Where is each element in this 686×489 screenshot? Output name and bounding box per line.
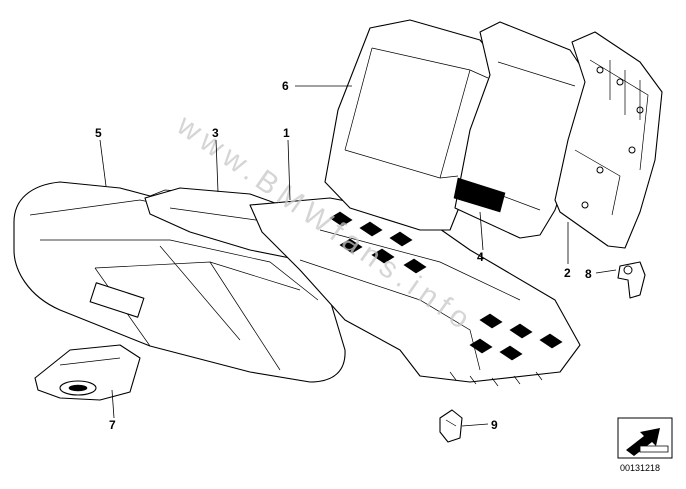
callout-4: 4 [477,250,484,264]
callout-9: 9 [491,418,498,432]
backrest-frame [554,31,663,249]
direction-arrow-icon [617,417,673,459]
callout-5: 5 [95,126,102,140]
leader-lines [99,85,617,427]
callout-7: 7 [109,418,116,432]
callout-8: 8 [585,267,592,281]
callout-labels: 6 5 3 1 4 2 8 7 9 [95,79,592,432]
clip-part [439,409,463,443]
backrest-pad [453,21,591,239]
bracket-part [617,261,646,299]
document-number: 00131218 [620,463,660,473]
callout-1: 1 [283,126,290,140]
seat-spring-frame [249,197,581,387]
callout-2: 2 [564,266,571,280]
callout-3: 3 [212,126,219,140]
backrest-cover [324,19,499,231]
callout-6: 6 [282,79,289,93]
trim-cover [34,344,141,401]
